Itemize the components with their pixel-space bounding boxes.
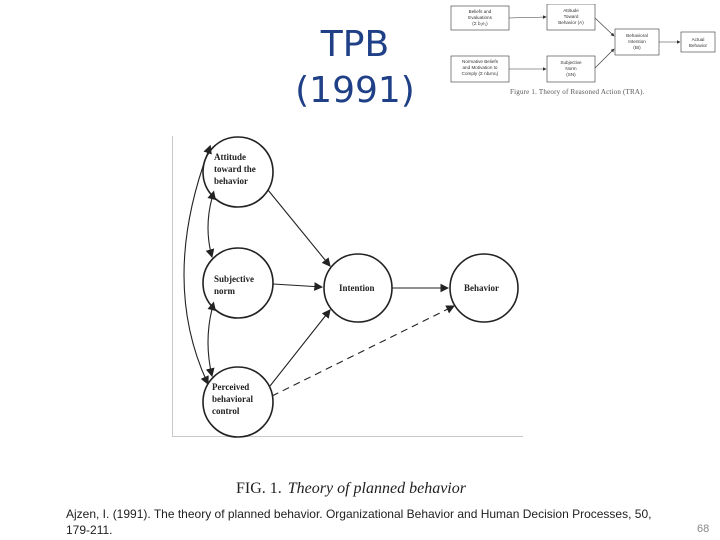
tra-beliefs-l1: Beliefs and bbox=[469, 9, 492, 14]
tra-box-behavior bbox=[680, 31, 716, 53]
tra-caption: Figure 1. Theory of Reasoned Action (TRA… bbox=[510, 88, 645, 96]
arrow-attitude-intention bbox=[267, 189, 331, 267]
label-attitude-l1: Attitude bbox=[214, 152, 246, 162]
tra-intention-l3: (BI) bbox=[633, 45, 641, 50]
node-behavior bbox=[449, 253, 519, 323]
label-pbc-l2: behavioral bbox=[212, 394, 254, 404]
tra-behavior-l2: Behavior bbox=[689, 43, 708, 48]
label-intention: Intention bbox=[339, 283, 375, 293]
tra-behavior-l1: Actual bbox=[692, 37, 705, 42]
tra-box-attitude bbox=[546, 4, 596, 31]
tra-attitude-l2: Toward bbox=[564, 14, 579, 19]
tra-normative-l1: Normative Beliefs bbox=[462, 59, 499, 64]
tra-box-subjective-norm bbox=[546, 55, 596, 83]
tra-intention-l1: Behavioral bbox=[626, 33, 648, 38]
correlation-attitude-pbc bbox=[183, 144, 212, 385]
tra-attitude-l1: Attitude bbox=[563, 8, 579, 13]
tra-sn-l3: (SN) bbox=[566, 72, 576, 77]
label-perceived-control: Perceived behavioral control bbox=[212, 382, 255, 416]
tra-sn-l2: Norm bbox=[565, 66, 576, 71]
label-sn-l1: Subjective bbox=[214, 274, 254, 284]
correlation-norm-pbc bbox=[205, 301, 217, 378]
title-line-2: (1991) bbox=[295, 70, 415, 111]
label-subjective-norm: Subjective norm bbox=[214, 274, 256, 296]
tra-sn-l1: Subjective bbox=[560, 60, 582, 65]
tra-arrow-beliefs-attitude bbox=[508, 15, 547, 19]
tra-normative-l3: Comply (Σ nbᵢmcᵢ) bbox=[462, 71, 499, 76]
label-attitude: Attitude toward the behavior bbox=[214, 152, 258, 186]
label-intention-l1: Intention bbox=[339, 283, 375, 293]
label-attitude-l2: toward the bbox=[214, 164, 256, 174]
tra-intention-l2: Intention bbox=[628, 39, 646, 44]
arrow-pbc-intention bbox=[269, 309, 331, 387]
label-pbc-l1: Perceived bbox=[212, 382, 249, 392]
title-line-1: TPB bbox=[320, 24, 390, 65]
tra-normative-l2: and Motivation to bbox=[463, 65, 498, 70]
tra-attitude-l3: Behavior (A) bbox=[558, 20, 584, 25]
figure-label: FIG. 1. bbox=[236, 480, 282, 497]
arrow-pbc-behavior-dashed bbox=[271, 305, 455, 397]
tpb-figure-caption: FIG. 1. Theory of planned behavior bbox=[236, 480, 466, 498]
tra-arrow-sn-intention bbox=[594, 48, 615, 69]
label-pbc-l3: control bbox=[212, 406, 240, 416]
tra-beliefs-l3: (Σ b₁e₁) bbox=[472, 21, 488, 26]
tpb-diagram: Attitude toward the behavior Subjective … bbox=[183, 136, 519, 438]
correlation-attitude-norm bbox=[205, 190, 216, 259]
label-attitude-l3: behavior bbox=[214, 176, 248, 186]
page-number: 68 bbox=[697, 523, 710, 535]
slide-title: TPB (1991) bbox=[255, 22, 455, 114]
arrow-norm-intention bbox=[272, 282, 324, 291]
tra-arrow-attitude-intention bbox=[594, 17, 615, 37]
citation-text: Ajzen, I. (1991). The theory of planned … bbox=[66, 507, 652, 537]
label-behavior: Behavior bbox=[464, 283, 499, 293]
tpb-frame bbox=[172, 136, 523, 437]
tra-beliefs-l2: Evaluations bbox=[468, 15, 492, 20]
node-perceived-control bbox=[202, 366, 274, 438]
figure-title: Theory of planned behavior bbox=[287, 480, 466, 497]
label-behavior-l1: Behavior bbox=[464, 283, 499, 293]
label-sn-l2: norm bbox=[214, 286, 236, 296]
